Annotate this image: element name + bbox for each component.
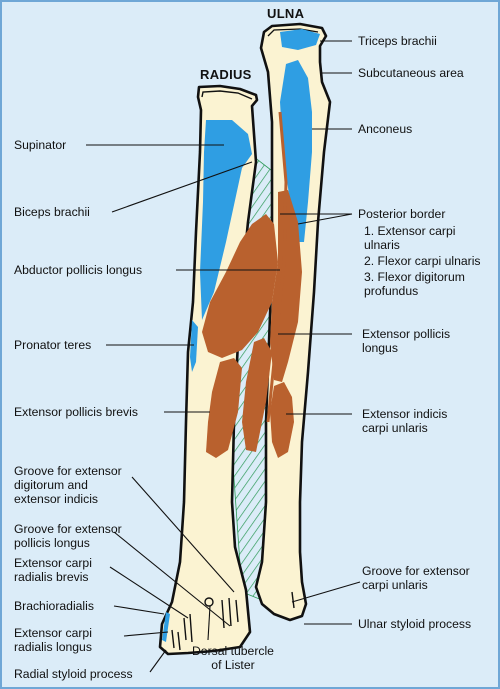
label-ecrb: Extensor carpi radialis brevis — [14, 556, 92, 584]
label-pronator-teres: Pronator teres — [14, 338, 92, 352]
label-pb-item3: 3. Flexor digitorum profundus — [364, 270, 465, 298]
label-pb-item1: 1. Extensor carpi ulnaris — [364, 224, 456, 252]
label-abductor-pollicis-longus: Abductor pollicis longus — [14, 263, 143, 277]
label-extensor-indicis-carpi: Extensor indicis carpi unlaris — [362, 407, 448, 435]
label-extensor-pollicis-longus: Extensor pollicis longus — [362, 327, 451, 355]
label-radial-styloid-process: Radial styloid process — [14, 667, 133, 681]
label-pb-item2: 2. Flexor carpi ulnaris — [364, 254, 481, 268]
label-dorsal-tubercle: Dorsal tubercle of Lister — [192, 644, 274, 672]
label-extensor-pollicis-brevis: Extensor pollicis brevis — [14, 405, 138, 419]
label-groove-ecu: Groove for extensor carpi unlaris — [362, 564, 470, 592]
label-brachioradialis: Brachioradialis — [14, 599, 94, 613]
label-ecrl: Extensor carpi radialis longus — [14, 626, 92, 654]
anconeus-area — [280, 60, 312, 242]
label-biceps-brachii: Biceps brachii — [14, 205, 90, 219]
label-groove-epl: Groove for extensor pollicis longus — [14, 522, 122, 550]
radius-bone — [158, 84, 259, 656]
eicu-muscle — [270, 382, 294, 458]
triceps-area — [280, 29, 320, 50]
radius-title: RADIUS — [200, 67, 252, 82]
label-triceps-brachii: Triceps brachii — [358, 34, 437, 48]
epb-muscle — [206, 358, 242, 458]
ecrl-area — [162, 612, 170, 642]
label-anconeus: Anconeus — [358, 122, 413, 136]
epl-lower — [242, 338, 272, 452]
label-subcutaneous-area: Subcutaneous area — [358, 66, 464, 80]
apl-muscle — [202, 214, 278, 358]
label-posterior-border: Posterior border — [358, 207, 446, 221]
pronator-area — [190, 320, 198, 372]
ulna-title: ULNA — [267, 6, 305, 21]
label-groove-edi: Groove for extensor digitorum and extens… — [14, 464, 122, 506]
label-supinator: Supinator — [14, 138, 67, 152]
label-ulnar-styloid-process: Ulnar styloid process — [358, 617, 472, 631]
